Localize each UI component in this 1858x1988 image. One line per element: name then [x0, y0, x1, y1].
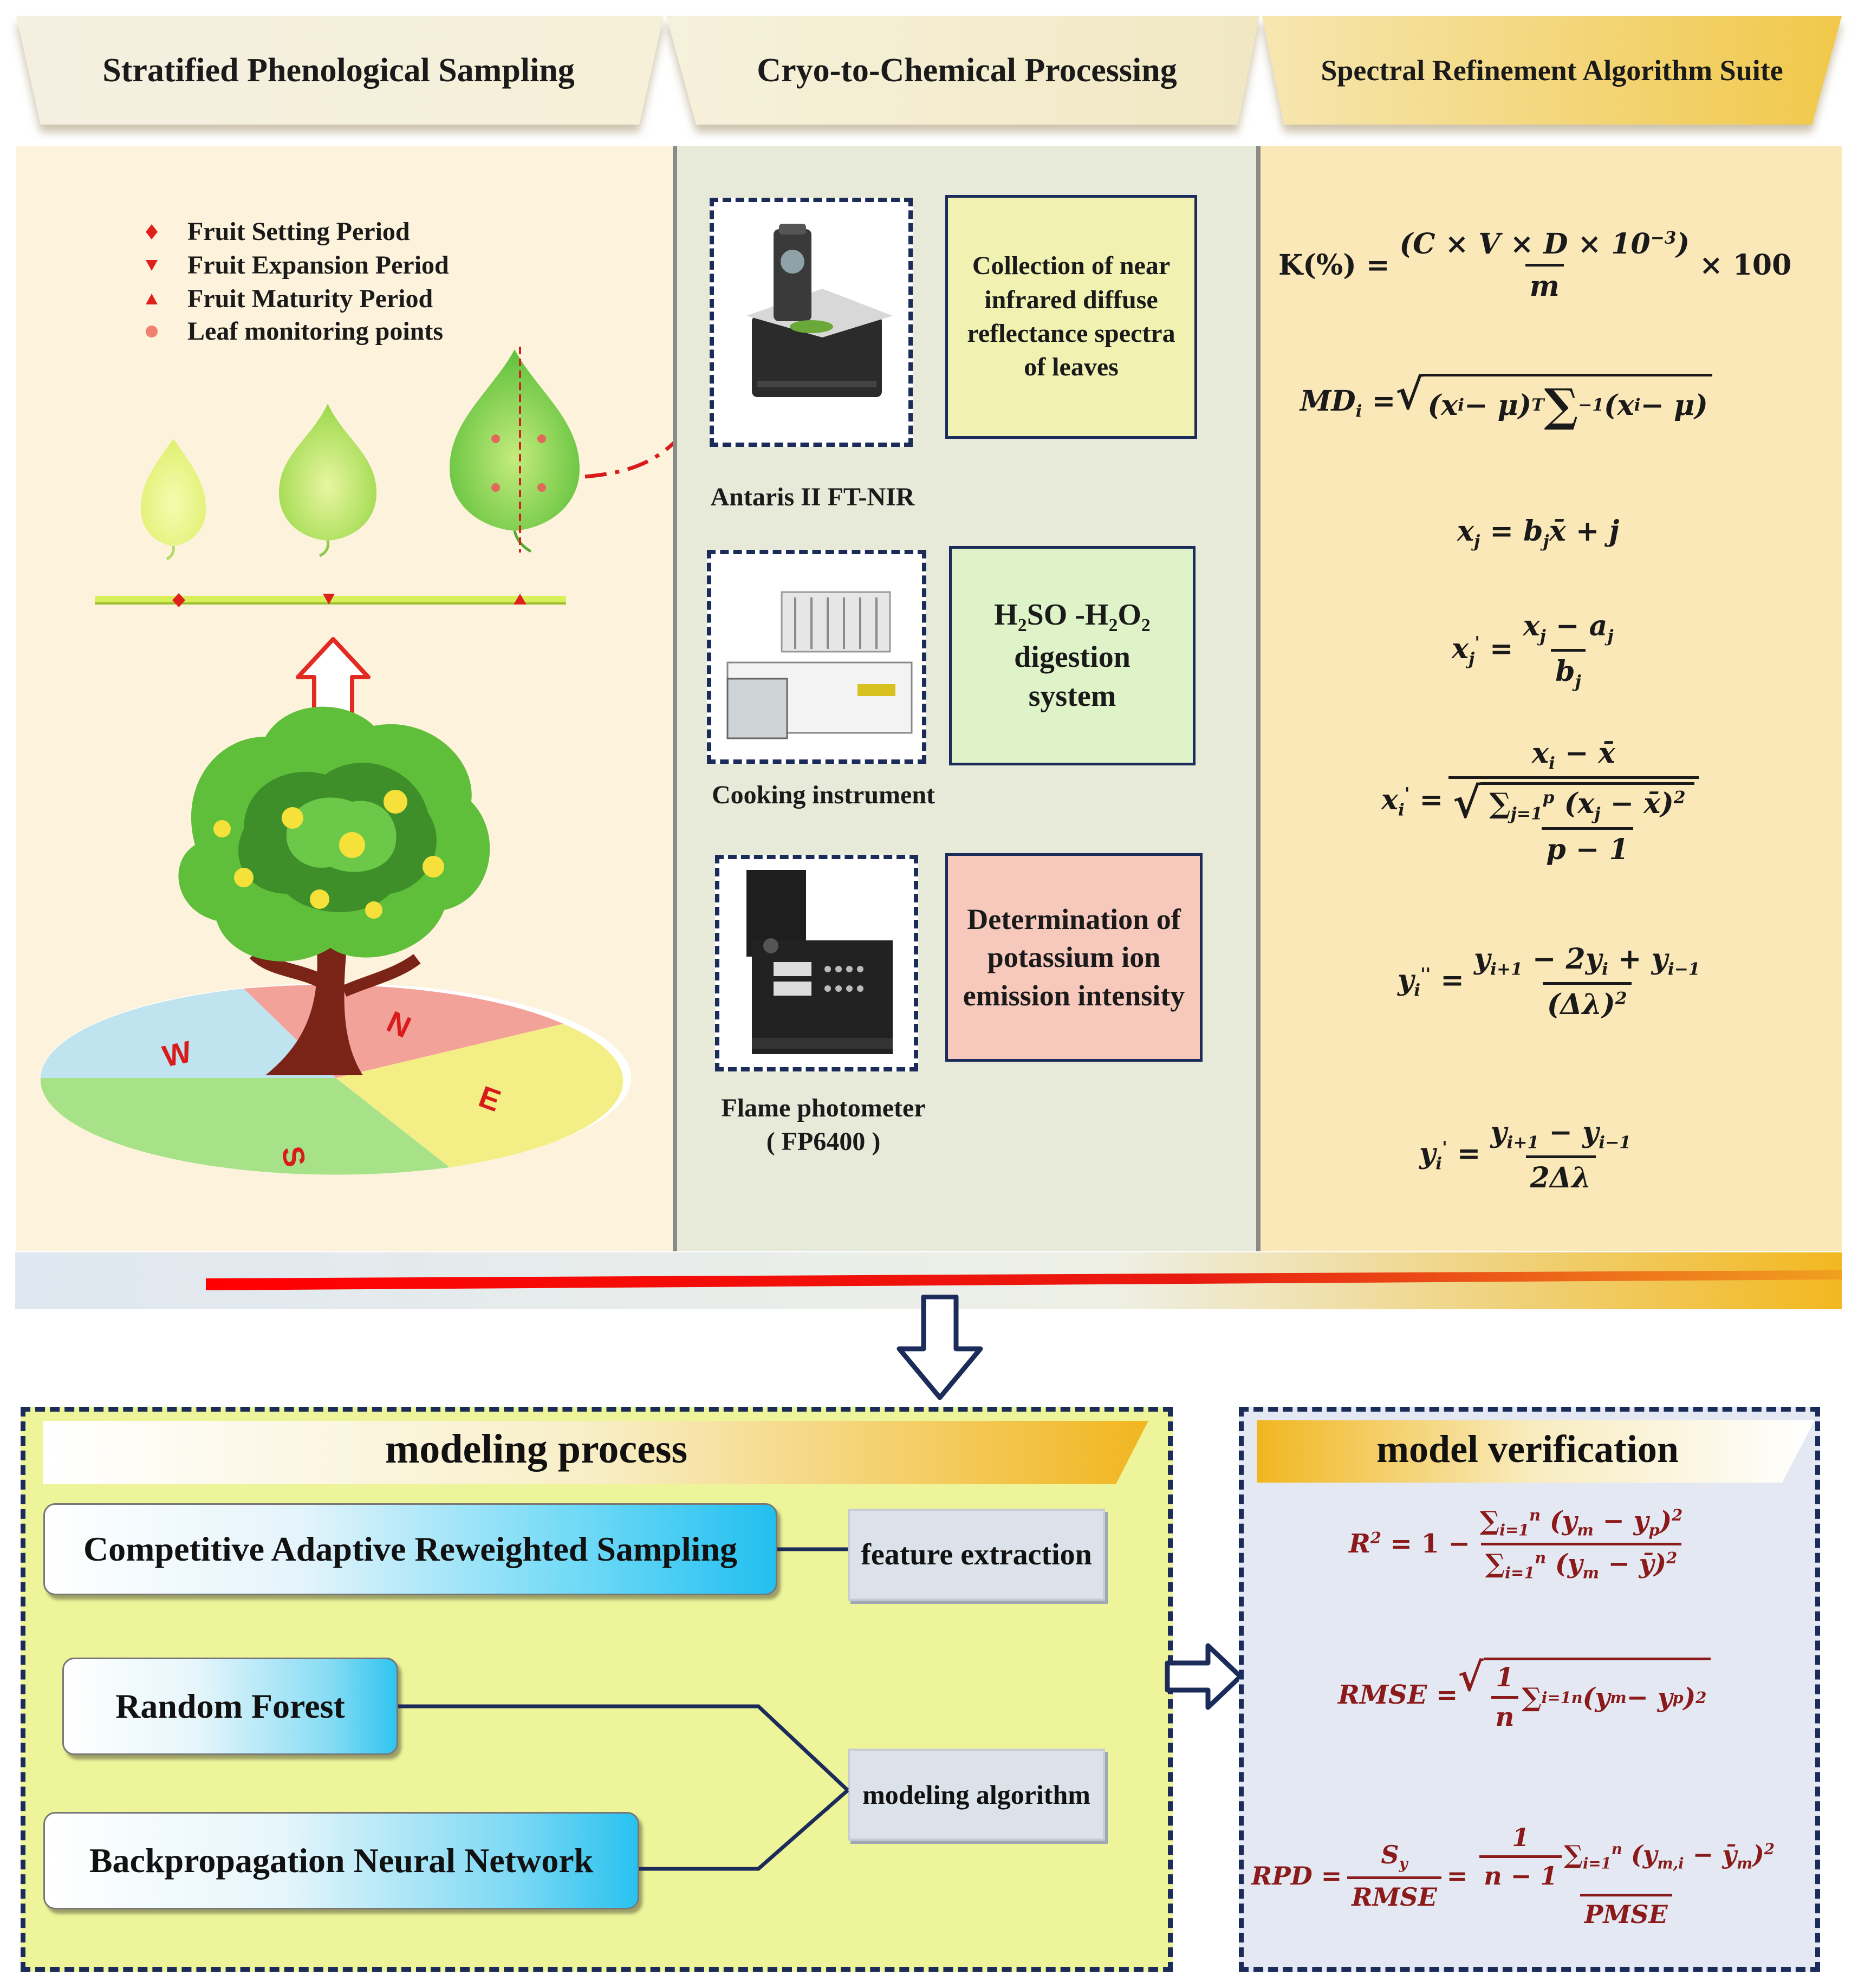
- formula-msc: xj = bjx̄ + j: [1457, 515, 1620, 551]
- diamond-icon: [172, 593, 185, 607]
- triangle-up-icon: [146, 293, 158, 304]
- note-potassium: Determination of potassium ion emission …: [945, 853, 1203, 1062]
- formula-k-percent: K(%) = (C × V × D × 10−3)m × 100: [1278, 228, 1792, 303]
- header-sampling: Stratified Phenological Sampling: [102, 51, 575, 89]
- leaf-setting: [141, 439, 206, 561]
- leaf-maturity: [450, 347, 580, 553]
- compass-disk: [40, 983, 631, 1175]
- flame-photometer-icon: [746, 870, 893, 1054]
- phenology-illustration: W N E S: [40, 347, 673, 1175]
- connectors: [398, 1547, 849, 1871]
- digestion-line3: system: [1028, 679, 1116, 713]
- note-nir: Collection of near infrared diffuse refl…: [945, 195, 1197, 439]
- note-digestion: H2SO -H2O2 digestion system: [949, 546, 1196, 765]
- legend: Fruit Setting Period Fruit Expansion Per…: [141, 217, 520, 358]
- feature-extraction-tag: feature extraction: [848, 1509, 1105, 1601]
- legend-item-setting: Fruit Setting Period: [141, 217, 410, 246]
- photo-flame: [715, 855, 918, 1071]
- caption-cooking: Cooking instrument: [711, 781, 936, 809]
- legend-label: Fruit Expansion Period: [187, 251, 449, 280]
- header-processing: Cryo-to-Chemical Processing: [757, 51, 1177, 89]
- caption-flame-line1: Flame photometer: [721, 1094, 926, 1122]
- verification-panel: [1239, 1407, 1820, 1972]
- panel-algorithm: [1261, 146, 1842, 1251]
- header-algorithm: Spectral Refinement Algorithm Suite: [1321, 54, 1783, 87]
- legend-label: Fruit Setting Period: [187, 217, 410, 246]
- verification-title: model verification: [1376, 1427, 1679, 1471]
- leaf-expansion: [279, 404, 376, 557]
- modeling-title: modeling process: [385, 1426, 688, 1472]
- legend-item-monitoring: Leaf monitoring points: [141, 316, 443, 346]
- formula-r2: R2 = 1 − ∑i=1n (ym − yp)2∑i=1n (ym − ȳ)2: [1349, 1506, 1683, 1582]
- down-arrow-icon: [896, 1295, 983, 1400]
- header-ribbons: [16, 16, 1842, 125]
- caption-ftnir: Antaris II FT-NIR: [710, 483, 915, 511]
- diamond-icon: [146, 224, 158, 239]
- caption-flame-line2: ( FP6400 ): [766, 1127, 881, 1157]
- compass-w: W: [159, 1034, 194, 1074]
- formula-second-derivative: yi'' = yi+1 − 2yi + yi−1(Δλ)2: [1398, 943, 1700, 1022]
- digester-icon: [726, 591, 913, 739]
- caption-flame: Flame photometer ( FP6400 ): [688, 1092, 959, 1159]
- up-arrow-icon: [296, 637, 371, 717]
- dash-arrow-line: [584, 441, 673, 479]
- triangle-down-icon: [323, 594, 335, 605]
- legend-item-expansion: Fruit Expansion Period: [141, 250, 449, 280]
- photo-ftnir: [710, 198, 913, 447]
- digestion-formula: H2SO -H2O2: [994, 597, 1151, 635]
- bpnn-button[interactable]: Backpropagation Neural Network: [43, 1812, 639, 1909]
- right-arrow-icon: [1165, 1643, 1243, 1710]
- verification-title-ribbon: [1257, 1420, 1815, 1483]
- digestion-line2: digestion: [1014, 640, 1131, 674]
- modeling-algorithm-tag: modeling algorithm: [848, 1749, 1105, 1841]
- tree-illustration: [178, 706, 490, 1075]
- legend-label: Fruit Maturity Period: [187, 284, 433, 313]
- triangle-down-icon: [146, 259, 158, 271]
- dot-icon: [146, 325, 158, 337]
- legend-item-maturity: Fruit Maturity Period: [141, 284, 433, 314]
- modeling-title-ribbon: [43, 1421, 1148, 1484]
- legend-label: Leaf monitoring points: [187, 317, 444, 346]
- photo-digester: [707, 550, 926, 764]
- cars-button[interactable]: Competitive Adaptive Reweighted Sampling: [43, 1503, 777, 1595]
- triangle-up-icon: [514, 594, 527, 605]
- ftnir-icon: [746, 224, 893, 397]
- random-forest-button[interactable]: Random Forest: [62, 1658, 398, 1755]
